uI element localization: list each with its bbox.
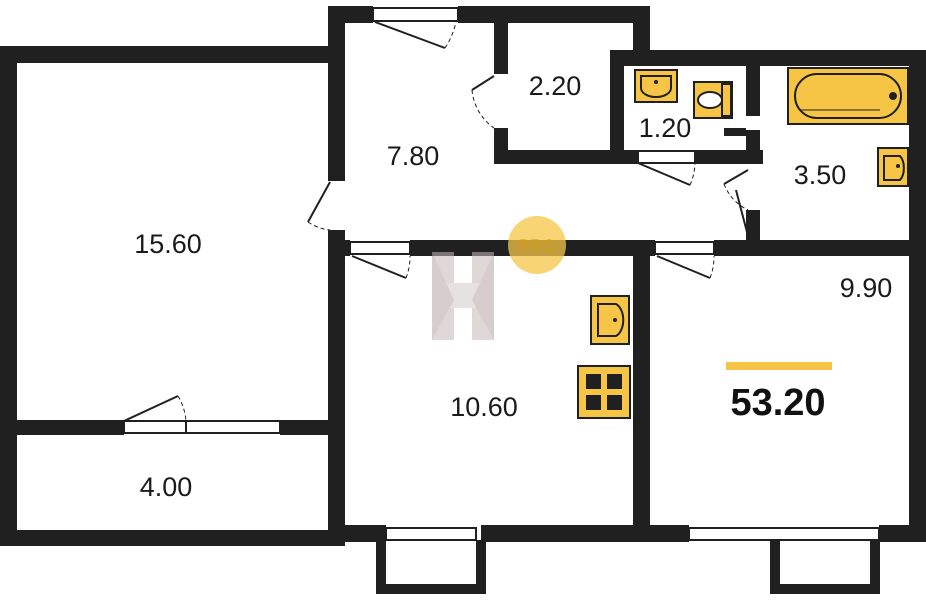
window-balcony: [185, 420, 281, 434]
wall-bottom-left: [0, 530, 345, 546]
wall-balcony-a: [0, 420, 124, 435]
room-area-bedroom: 9.90: [840, 273, 893, 303]
room-area-corridor: 7.80: [387, 141, 440, 171]
wall-toilet-bottom-a: [610, 150, 638, 164]
door-storage: [471, 75, 495, 129]
wall-bay-right-a: [770, 540, 780, 594]
room-area-living: 15.60: [134, 229, 202, 259]
wall-toilet-right-top: [746, 56, 760, 116]
door-entrance: [374, 21, 457, 49]
door-toilet: [637, 150, 696, 186]
door-kitchen: [349, 241, 411, 279]
window-kitchen: [385, 527, 477, 541]
wall-kitchen-bedroom: [633, 240, 650, 540]
wall-top-step: [633, 6, 650, 56]
kitchen-sink-icon: [590, 295, 630, 345]
walls: [0, 6, 926, 594]
wall-bottom-c: [879, 525, 926, 542]
wall-toilet-right-bottom: [746, 130, 760, 164]
windows: [185, 7, 880, 541]
room-area-bathroom: 3.50: [794, 160, 847, 190]
door-balcony: [123, 395, 187, 434]
wall-bottom-b: [481, 525, 689, 542]
room-area-kitchen: 10.60: [450, 392, 518, 422]
doors: [123, 21, 749, 434]
wall-bottom-a: [328, 525, 386, 542]
total-area-accent-bar: [726, 362, 832, 370]
h-logo-watermark-icon: [432, 252, 494, 340]
wall-mid-a: [328, 240, 350, 256]
wall-mid-c: [714, 240, 926, 256]
pro-badge-text: PRO: [519, 236, 556, 255]
door-living: [307, 181, 331, 231]
wall-balcony-b: [280, 420, 345, 435]
room-area-toilet: 1.20: [639, 113, 692, 143]
wall-corridor-left-lower: [328, 230, 345, 546]
wall-top-b: [458, 6, 650, 23]
toilet-icon: [693, 81, 733, 119]
room-area-balcony: 4.00: [140, 472, 193, 502]
bathtub-icon: [787, 67, 909, 125]
door-bedroom: [654, 241, 715, 279]
room-area-storage: 2.20: [529, 71, 582, 101]
wall-top-right: [610, 50, 926, 66]
wall-bay-left-b: [376, 584, 486, 594]
wall-right: [909, 50, 926, 540]
wall-storage-bottom: [494, 150, 622, 164]
wall-bay-right-b: [770, 584, 880, 594]
wall-corridor-left-upper: [328, 6, 345, 181]
wall-top-a: [328, 6, 373, 23]
wall-left: [0, 46, 17, 546]
wall-top-left: [0, 46, 345, 63]
door-bathroom: [723, 169, 749, 237]
total-area: 53.20: [730, 382, 825, 424]
wall-bay-left-a: [376, 540, 386, 594]
wall-toilet-left: [610, 50, 624, 163]
wall-storage-left-top: [494, 16, 508, 74]
window-bedroom: [688, 527, 880, 541]
pro-badge-icon: [508, 216, 566, 274]
toilet-sink-icon: [634, 69, 678, 103]
stove-icon: [577, 365, 631, 419]
wall-bay-right-c: [870, 540, 880, 594]
bathroom-sink-icon: [877, 147, 909, 187]
fixtures: [577, 67, 909, 419]
wall-bay-left-c: [476, 540, 486, 594]
window-top: [372, 7, 459, 22]
wall-toilet-niche: [724, 128, 746, 136]
